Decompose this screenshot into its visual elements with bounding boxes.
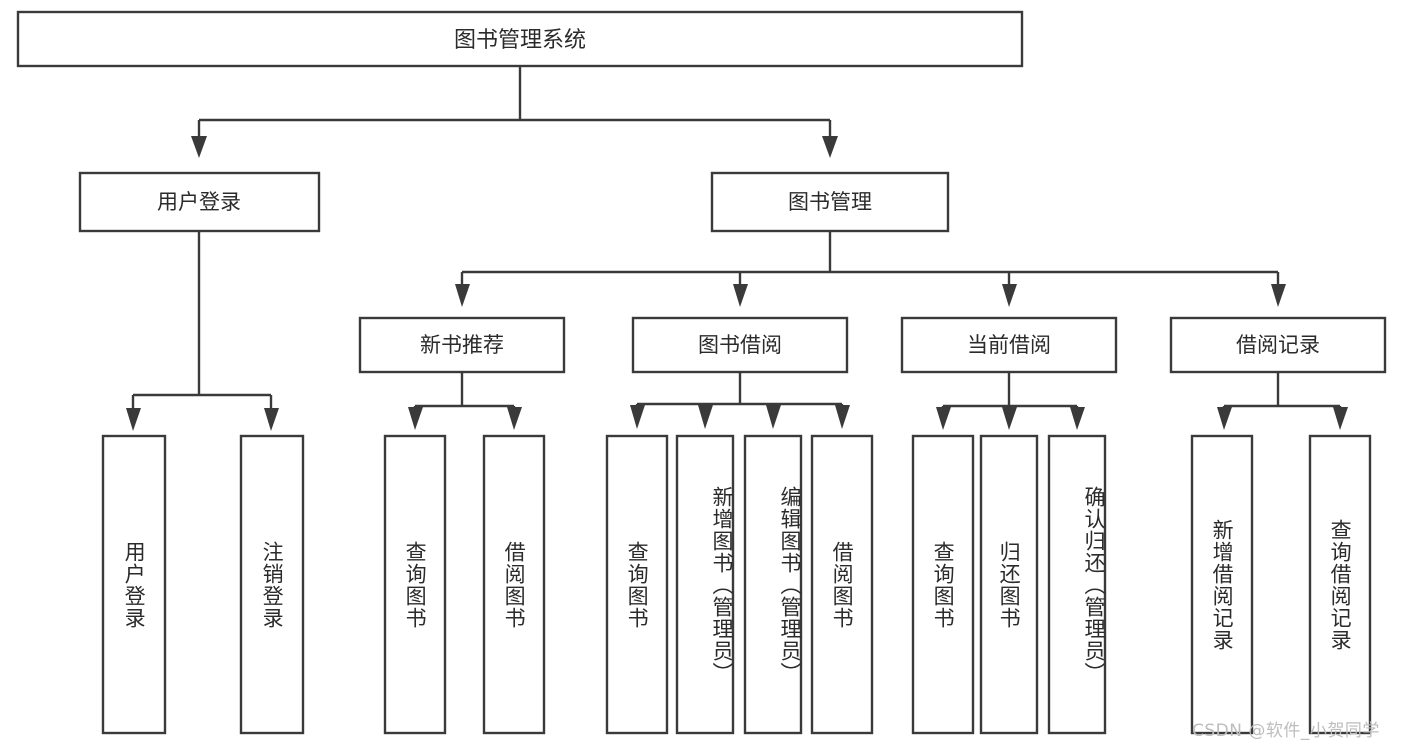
leaf-box-borrow-book-2[interactable] [810, 434, 874, 735]
arrow-head-leaf-logout-login [264, 408, 279, 431]
arrow-head-new-book-recommend [455, 284, 470, 307]
node-borrow-record-label: 借阅记录 [1236, 333, 1320, 357]
leaf-box-user-login[interactable] [101, 434, 167, 735]
arrow-head-user-login [191, 136, 207, 158]
leaf-box-query-record[interactable] [1308, 434, 1372, 735]
arrow-head-book-management [822, 136, 838, 158]
node-user-login-label: 用户登录 [157, 190, 241, 214]
leaf-box-add-record[interactable] [1190, 434, 1254, 735]
leaf-box-confirm-return[interactable] [1047, 434, 1107, 735]
node-book-management-box[interactable] [710, 171, 950, 233]
node-current-borrow[interactable]: 当前借阅 [900, 316, 1118, 374]
node-book-management-label: 图书管理 [788, 190, 872, 214]
csdn-watermark: CSDN @软件_小贺同学 [1192, 721, 1380, 741]
node-current-borrow-box[interactable] [900, 316, 1118, 374]
leaf-box-query-book-2[interactable] [605, 434, 669, 735]
arrow-head-leaf-return-book [1002, 407, 1017, 430]
arrow-head-leaf-query-book-1 [408, 407, 423, 430]
node-current-borrow-label: 当前借阅 [967, 333, 1051, 357]
node-new-book-recommend-label: 新书推荐 [420, 333, 504, 357]
node-root-system[interactable]: 图书管理系统 [16, 10, 1024, 68]
arrow-head-leaf-borrow-book-1 [507, 407, 522, 430]
node-user-login[interactable]: 用户登录 [78, 171, 321, 233]
arrow-head-leaf-query-record [1333, 407, 1348, 430]
node-root-label: 图书管理系统 [454, 28, 586, 53]
arrow-head-leaf-user-login [126, 408, 141, 431]
arrow-head-leaf-edit-book [766, 405, 781, 429]
node-borrow-record[interactable]: 借阅记录 [1169, 316, 1387, 374]
leaf-box-add-book[interactable] [675, 434, 735, 735]
arrow-head-leaf-add-book [698, 405, 713, 429]
arrow-head-leaf-query-book-2 [630, 405, 645, 429]
arrow-head-current-borrow [1002, 284, 1017, 307]
leaf-box-logout-login[interactable] [239, 434, 305, 735]
node-borrow-record-box[interactable] [1169, 316, 1387, 374]
arrow-head-leaf-borrow-book-2 [835, 405, 850, 429]
node-book-management[interactable]: 图书管理 [710, 171, 950, 233]
node-root-box[interactable] [16, 10, 1024, 68]
leaf-box-query-book-3[interactable] [911, 434, 975, 735]
node-new-book-recommend[interactable]: 新书推荐 [358, 316, 566, 374]
node-book-borrow-label: 图书借阅 [698, 333, 782, 357]
arrow-head-leaf-add-record [1217, 407, 1232, 430]
leaf-box-edit-book[interactable] [743, 434, 803, 735]
arrow-head-leaf-confirm-return [1070, 407, 1085, 430]
node-new-book-recommend-box[interactable] [358, 316, 566, 374]
leaf-box-return-book[interactable] [979, 434, 1039, 735]
node-book-borrow[interactable]: 图书借阅 [631, 316, 849, 374]
arrow-head-leaf-query-book-3 [936, 407, 951, 430]
arrow-head-book-borrow [733, 284, 748, 307]
arrow-head-borrow-record [1271, 284, 1286, 307]
node-book-borrow-box[interactable] [631, 316, 849, 374]
leaf-box-borrow-book-1[interactable] [482, 434, 546, 735]
leaf-box-query-book-1[interactable] [383, 434, 447, 735]
